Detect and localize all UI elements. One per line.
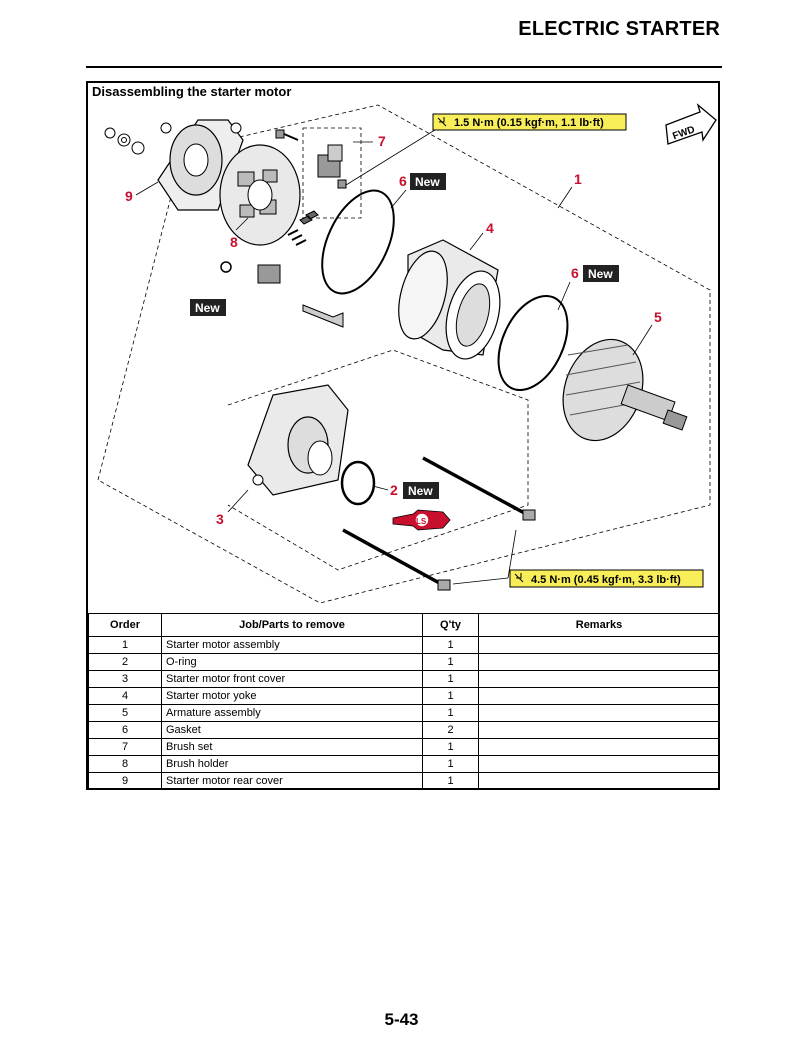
header-qty: Q'ty [422, 613, 479, 637]
lubricant-icon: LS [392, 509, 451, 531]
parts-table: Order Job/Parts to remove Q'ty Remarks 1… [88, 613, 720, 790]
cell-qty: 1 [422, 687, 479, 705]
svg-text:1.5 N·m (0.15 kgf·m, 1.1 lb·ft: 1.5 N·m (0.15 kgf·m, 1.1 lb·ft) [454, 117, 604, 129]
callout-5: 5 [654, 309, 662, 325]
cell-qty: 1 [422, 670, 479, 688]
cell-qty: 1 [422, 704, 479, 722]
cell-part: Starter motor assembly [161, 636, 423, 654]
cell-remarks [478, 653, 720, 671]
cell-order: 8 [88, 755, 162, 773]
o-ring [340, 460, 376, 506]
through-bolt-upper [422, 456, 529, 517]
brush-set-part [220, 144, 343, 284]
cell-part: Starter motor rear cover [161, 772, 423, 790]
callout-6a: 6 [399, 173, 407, 189]
cell-remarks [478, 687, 720, 705]
new-tag-gasket-rear: New [410, 173, 446, 190]
new-tag-brush-oring: New [190, 299, 226, 316]
gasket-front [497, 294, 569, 392]
brush-set-outline [302, 127, 362, 219]
cell-qty: 1 [422, 755, 479, 773]
assembly-outline [97, 104, 711, 604]
table-row: 5 Armature assembly 1 [88, 704, 720, 722]
cell-part: Gasket [161, 721, 423, 739]
cell-remarks [478, 704, 720, 722]
callout-1: 1 [574, 171, 582, 187]
callout-3: 3 [216, 511, 224, 527]
cell-qty: 1 [422, 636, 479, 654]
header-remarks: Remarks [478, 613, 720, 637]
yoke-part [398, 239, 501, 360]
gasket-rear [321, 189, 395, 295]
front-cover-part [247, 384, 349, 496]
section-title: Disassembling the starter motor [92, 84, 292, 99]
callout-8: 8 [230, 234, 238, 250]
exploded-diagram: 1 2 3 4 5 6 6 7 8 9 New New New New 1.5 … [97, 103, 717, 604]
table-row: 2 O-ring 1 [88, 653, 720, 671]
cell-part: Brush holder [161, 755, 423, 773]
torque-label-top: 1.5 N·m (0.15 kgf·m, 1.1 lb·ft) [432, 113, 627, 131]
cell-order: 2 [88, 653, 162, 671]
brush-holder-part [219, 144, 301, 246]
cell-order: 4 [88, 687, 162, 705]
table-header-row: Order Job/Parts to remove Q'ty Remarks [88, 613, 720, 637]
cell-part: O-ring [161, 653, 423, 671]
cell-remarks [478, 636, 720, 654]
cell-remarks [478, 721, 720, 739]
page-number: 5-43 [384, 1010, 419, 1029]
cell-part: Armature assembly [161, 704, 423, 722]
fwd-arrow-icon: FWD [665, 103, 717, 145]
table-row: 4 Starter motor yoke 1 [88, 687, 720, 705]
callout-7: 7 [378, 133, 386, 149]
cell-qty: 1 [422, 772, 479, 790]
cell-part: Brush set [161, 738, 423, 756]
svg-text:4.5 N·m (0.45 kgf·m, 3.3 lb·ft: 4.5 N·m (0.45 kgf·m, 3.3 lb·ft) [531, 574, 681, 586]
armature-part [562, 338, 688, 442]
cell-remarks [478, 755, 720, 773]
table-row: 9 Starter motor rear cover 1 [88, 772, 720, 790]
page-title: ELECTRIC STARTER [518, 18, 720, 40]
cell-qty: 2 [422, 721, 479, 739]
table-row: 1 Starter motor assembly 1 [88, 636, 720, 654]
cell-order: 1 [88, 636, 162, 654]
svg-text:LS: LS [416, 517, 427, 526]
cell-order: 6 [88, 721, 162, 739]
cell-order: 7 [88, 738, 162, 756]
table-row: 6 Gasket 2 [88, 721, 720, 739]
front-cover-outline [227, 349, 529, 571]
table-row: 3 Starter motor front cover 1 [88, 670, 720, 688]
cell-remarks [478, 772, 720, 790]
torque-label-bottom: 4.5 N·m (0.45 kgf·m, 3.3 lb·ft) [509, 569, 704, 588]
header-order: Order [88, 613, 162, 637]
callout-9: 9 [125, 188, 133, 204]
cell-part: Starter motor front cover [161, 670, 423, 688]
svg-text:New: New [588, 267, 613, 281]
header-job: Job/Parts to remove [161, 613, 423, 637]
new-tag-gasket-front: New [583, 265, 619, 282]
cell-order: 3 [88, 670, 162, 688]
svg-text:New: New [415, 175, 440, 189]
washers [104, 127, 145, 155]
new-tag-o-ring: New [403, 482, 439, 499]
callout-6b: 6 [571, 265, 579, 281]
svg-text:New: New [195, 301, 220, 315]
title-rule [86, 66, 722, 68]
cell-order: 9 [88, 772, 162, 790]
table-row: 8 Brush holder 1 [88, 755, 720, 773]
cell-qty: 1 [422, 653, 479, 671]
cell-qty: 1 [422, 738, 479, 756]
screws [275, 129, 347, 328]
svg-text:New: New [408, 484, 433, 498]
cell-remarks [478, 738, 720, 756]
table-row: 7 Brush set 1 [88, 738, 720, 756]
cell-remarks [478, 670, 720, 688]
callout-2: 2 [390, 482, 398, 498]
cell-part: Starter motor yoke [161, 687, 423, 705]
cell-order: 5 [88, 704, 162, 722]
through-bolt-lower [342, 528, 444, 587]
callout-4: 4 [486, 220, 494, 236]
